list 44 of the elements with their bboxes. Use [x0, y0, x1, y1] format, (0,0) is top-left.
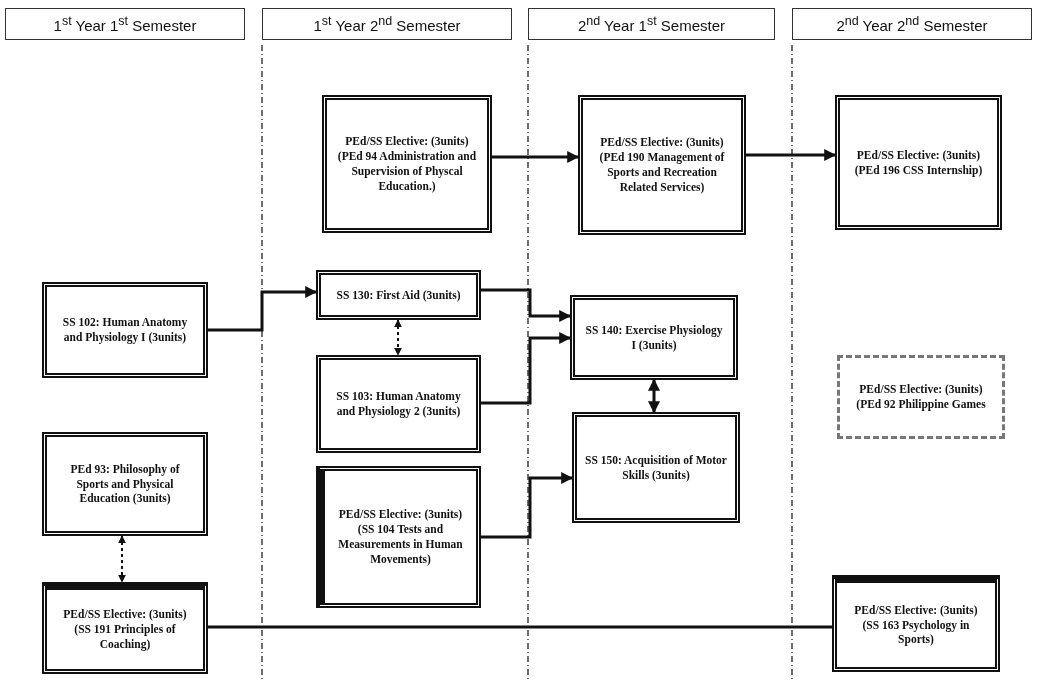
- course-title: PEd/SS Elective: (3units) (PEd 190 Management of Sports and Recreation Related Services): [598, 135, 726, 195]
- semester-header: [5, 8, 245, 40]
- course-title: SS 140: Exercise Physiology I (3units): [584, 322, 724, 353]
- course-title: PEd/SS Elective: (3units) (SS 191 Principles of Coaching): [62, 607, 188, 652]
- semester-title: 1$^{st}$ Year 2$^{nd}$ Semester: [313, 14, 461, 34]
- course-box: [42, 282, 208, 378]
- course-box: [570, 295, 738, 380]
- arrow: [481, 472, 574, 539]
- course-box: [316, 270, 481, 320]
- course-title: SS 150: Acquisition of Motor Skills (3units): [585, 452, 727, 483]
- course-box: [835, 95, 1002, 230]
- course-title: PEd/SS Elective: (3units) (PEd 92 Philippine Games: [855, 382, 987, 412]
- arrow: [481, 332, 572, 405]
- course-box: [316, 466, 481, 608]
- course-box: [316, 355, 481, 453]
- course-box: [42, 432, 208, 536]
- course-title: PEd 93: Philosophy of Sports and Physical Education (3units): [69, 461, 181, 507]
- arrow: [394, 319, 402, 356]
- arrow: [648, 378, 660, 414]
- course-title: PEd/SS Elective: (3units) (PEd 196 CSS Internship): [853, 147, 984, 178]
- course-title: SS 103: Human Anatomy and Physiology 2 (3units): [335, 389, 462, 419]
- course-box: [42, 582, 208, 674]
- course-title: PEd/SS Elective: (3units) (PEd 94 Administration and Supervision of Physcal Education.): [336, 134, 478, 194]
- semester-header: [262, 8, 512, 40]
- course-title: SS 102: Human Anatomy and Physiology I (3units): [61, 315, 189, 345]
- course-box: [322, 95, 492, 233]
- semester-header: [792, 8, 1032, 40]
- arrow: [481, 288, 572, 322]
- course-box: [572, 412, 740, 523]
- arrow: [208, 286, 318, 332]
- semester-title: 2$^{nd}$ Year 1$^{st}$ Semester: [577, 14, 726, 34]
- semester-title: 2$^{nd}$ Year 2$^{nd}$ Semester: [836, 14, 988, 34]
- course-title: PEd/SS Elective: (3units) (SS 104 Tests and Measurements in Human Movements): [337, 507, 464, 567]
- semester-header: [528, 8, 775, 40]
- semester-title: 1$^{st}$ Year 1$^{st}$ Semester: [53, 14, 197, 34]
- connector-line: [208, 625, 832, 629]
- arrow: [746, 149, 837, 161]
- course-box: [578, 95, 746, 235]
- course-title: SS 130: First Aid (3units): [336, 287, 461, 303]
- arrow: [118, 535, 126, 583]
- course-title: PEd/SS Elective: (3units) (SS 163 Psychology in Sports): [853, 602, 979, 648]
- arrow: [492, 151, 580, 163]
- course-box: [832, 575, 1000, 672]
- course-box: [837, 355, 1005, 439]
